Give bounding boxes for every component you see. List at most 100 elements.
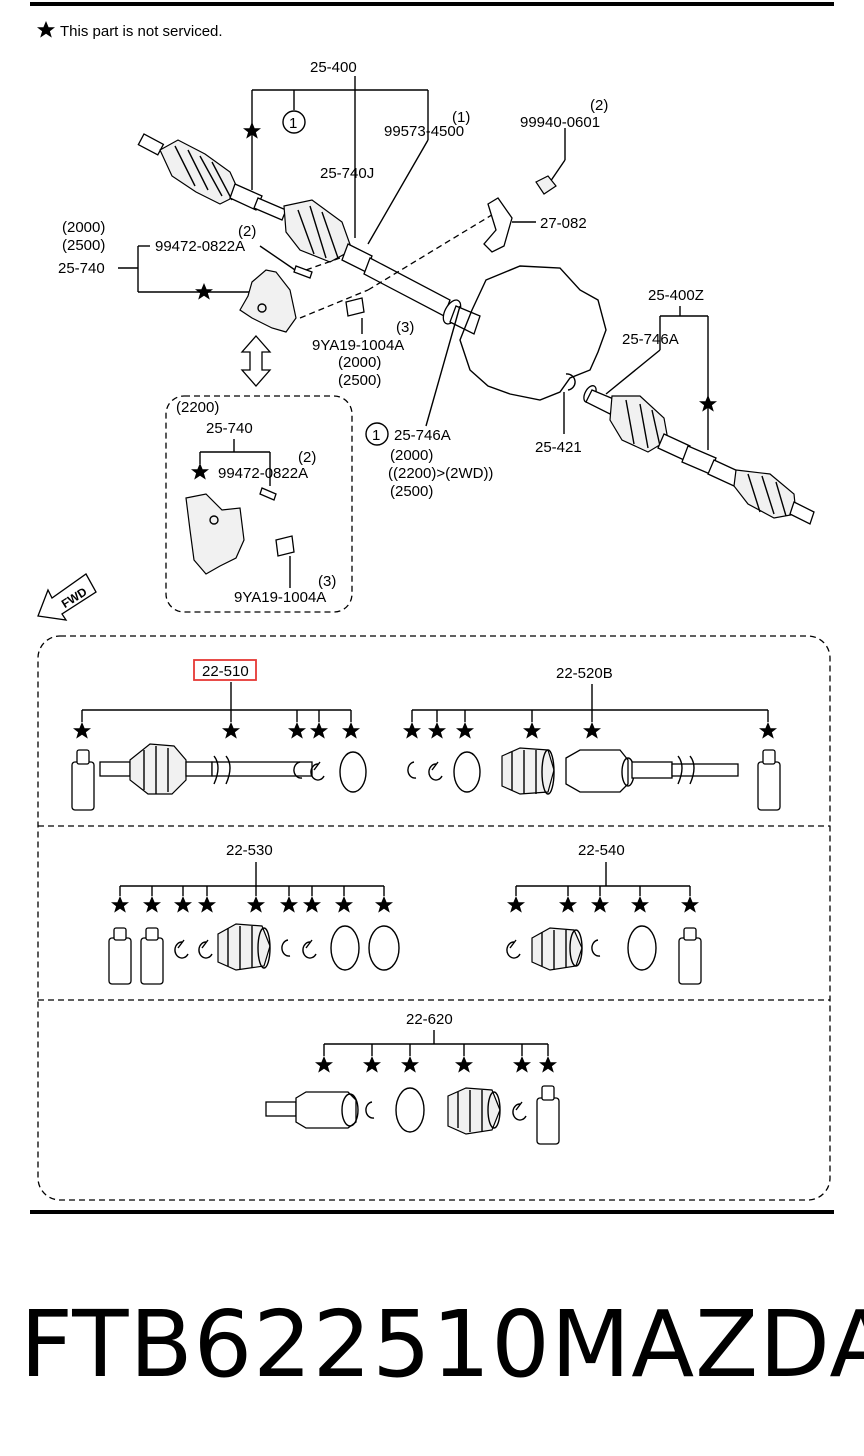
star-icon xyxy=(507,896,525,913)
inner-joint-shaft xyxy=(99,743,313,795)
boot-band-large xyxy=(368,925,400,971)
star-icon xyxy=(759,722,777,739)
label-9YA19-1004A-box: 9YA19-1004A xyxy=(234,589,326,606)
right-drive-shaft xyxy=(583,385,815,525)
circle-1-marker-b xyxy=(365,422,389,446)
callout-22-510 xyxy=(81,682,352,722)
circle-1-label-b: 1 xyxy=(372,427,380,444)
grease-tube xyxy=(678,927,702,985)
star-icon xyxy=(342,722,360,739)
label-22-510: 22-510 xyxy=(202,663,249,680)
boot-clamp-small xyxy=(302,939,317,959)
joint-boot xyxy=(447,1087,501,1135)
boot-clamp-small xyxy=(428,761,443,781)
label-25-740-box: 25-740 xyxy=(206,420,253,437)
bracket-27-082 xyxy=(483,197,513,253)
boot-clamp-small xyxy=(310,761,325,781)
star-icon xyxy=(455,1056,473,1073)
label-2000-a: (2000) xyxy=(62,219,105,236)
label-27-082: 27-082 xyxy=(540,215,587,232)
label-99472-0822A-box: 99472-0822A xyxy=(218,465,308,482)
label-25-746A-mid: 25-746A xyxy=(394,427,451,444)
star-icon xyxy=(513,1056,531,1073)
star-icon xyxy=(315,1056,333,1073)
grease-tube xyxy=(108,927,132,985)
boot-band xyxy=(627,925,657,971)
joint-boot xyxy=(217,923,271,971)
callout-25-400 xyxy=(251,76,429,245)
label-99472-0822A: 99472-0822A xyxy=(155,238,245,255)
star-icon xyxy=(375,896,393,913)
star-icon xyxy=(523,722,541,739)
label-25-746A-right: 25-746A xyxy=(622,331,679,348)
grease-tube xyxy=(140,927,164,985)
label-2000-b: (2000) xyxy=(338,354,381,371)
star-icon xyxy=(111,896,129,913)
engine-mount-bracket xyxy=(239,269,297,333)
fwd-arrow-icon: FWD xyxy=(37,573,97,621)
star-icon xyxy=(591,896,609,913)
callout-25-740 xyxy=(118,245,299,293)
label-qty-2-box: (2) xyxy=(298,449,316,466)
brand-name: MAZDA xyxy=(550,1291,864,1398)
star-icon xyxy=(280,896,298,913)
note-star-icon xyxy=(37,21,55,38)
top-rule xyxy=(30,2,834,6)
star-icon xyxy=(559,896,577,913)
boot-clamp-small xyxy=(506,939,521,959)
label-22-530: 22-530 xyxy=(226,842,273,859)
star-icon xyxy=(631,896,649,913)
label-qty-3-box: (3) xyxy=(318,573,336,590)
boot-clamp-small xyxy=(198,939,213,959)
swap-arrow-icon xyxy=(240,335,272,387)
axis-lines xyxy=(299,209,501,319)
label-22-520B: 22-520B xyxy=(556,665,613,682)
star-icon xyxy=(681,896,699,913)
bolt-9ya19 xyxy=(345,297,365,317)
label-25-421: 25-421 xyxy=(535,439,582,456)
circle-1-label: 1 xyxy=(289,115,297,132)
inner-joint-housing xyxy=(265,1091,359,1129)
star-icon xyxy=(174,896,192,913)
circle-1-marker xyxy=(282,110,306,134)
callout-25-400Z xyxy=(605,306,709,450)
circlip xyxy=(293,761,303,779)
star-icon xyxy=(191,463,209,480)
footer: FTB622510 MAZDA xyxy=(20,1290,864,1400)
circlip xyxy=(407,761,417,779)
callout-22-530 xyxy=(119,862,385,896)
star-icon xyxy=(539,1056,557,1073)
bottom-rule xyxy=(30,1210,834,1214)
boot-band xyxy=(339,751,367,793)
variant-2200-box xyxy=(165,395,353,613)
label-99573-4500: 99573-4500 xyxy=(384,123,464,140)
star-icon xyxy=(247,896,265,913)
circlip xyxy=(365,1101,375,1119)
label-22-540: 22-540 xyxy=(578,842,625,859)
part-number: FTB622510 xyxy=(20,1291,551,1398)
boot-clamp-small xyxy=(174,939,189,959)
label-25-400: 25-400 xyxy=(310,59,357,76)
label-qty-2-bolt: (2) xyxy=(238,223,256,240)
label-99940-0601: 99940-0601 xyxy=(520,114,600,131)
star-icon xyxy=(143,896,161,913)
transaxle-housing xyxy=(459,265,607,401)
callout-99940 xyxy=(549,128,566,183)
label-25-400Z: 25-400Z xyxy=(648,287,704,304)
star-icon xyxy=(198,896,216,913)
label-qty-1: (1) xyxy=(452,109,470,126)
kits-box xyxy=(37,635,831,1201)
star-icon xyxy=(195,283,213,300)
label-2500-c: (2500) xyxy=(390,483,433,500)
star-icon xyxy=(303,896,321,913)
nut-99940 xyxy=(535,175,557,195)
boot-band xyxy=(453,751,481,793)
bolt-99472 xyxy=(293,265,313,279)
label-25-740J: 25-740J xyxy=(320,165,374,182)
star-icon xyxy=(335,896,353,913)
star-icon xyxy=(401,1056,419,1073)
callout-25-740-box xyxy=(199,439,271,486)
star-icon xyxy=(288,722,306,739)
star-icon xyxy=(428,722,446,739)
